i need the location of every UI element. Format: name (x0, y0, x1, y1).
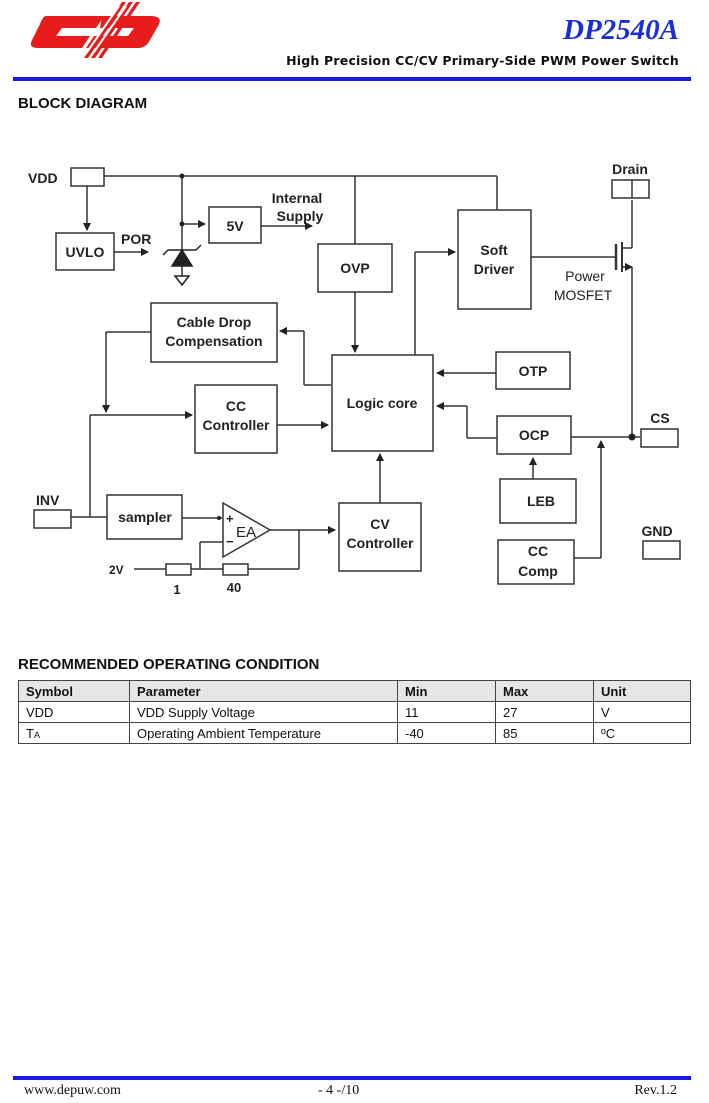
footer-divider (13, 1076, 691, 1080)
unit-cell: V (593, 701, 691, 723)
cable-drop-label-2: Compensation (165, 333, 262, 349)
symbol-text: T (26, 725, 34, 741)
cc-comp-label-2: Comp (518, 563, 558, 579)
otp-label: OTP (519, 363, 548, 379)
ground-icon (173, 275, 191, 287)
max-cell: 85 (495, 722, 594, 744)
column-header: Unit (593, 680, 691, 702)
drain-pin-label: Drain (612, 161, 648, 177)
cc-controller-label-2: Controller (203, 417, 270, 433)
symbol-cell: TA (18, 722, 130, 744)
ovp-label: OVP (340, 260, 370, 276)
zener-diode-icon (162, 244, 202, 267)
table-header-row: Symbol Parameter Min Max Unit (18, 680, 691, 702)
logic-core-block (331, 354, 434, 452)
5v-regulator-block (208, 206, 262, 244)
min-cell: 11 (397, 701, 496, 723)
max-cell: 27 (495, 701, 594, 723)
symbol-subscript: A (33, 729, 40, 740)
header-divider (13, 77, 691, 81)
table-row: VDD VDD Supply Voltage 11 27 V (18, 701, 691, 723)
company-logo (30, 2, 160, 58)
internal-supply-label-1: Internal (272, 190, 323, 206)
gnd-pin-label: GND (641, 523, 672, 539)
ea-label: EA (236, 524, 256, 541)
ocp-block (496, 415, 572, 455)
junction-dot (179, 221, 185, 227)
ocp-label: OCP (519, 427, 549, 443)
footer-revision: Rev.1.2 (634, 1083, 677, 1098)
vdd-pin (70, 167, 105, 187)
sampler-block (106, 494, 183, 540)
logic-core-label: Logic core (347, 395, 418, 411)
power-mosfet-label-2: MOSFET (554, 287, 613, 303)
block-diagram: VDD UVLO POR 5V Internal Supply OVP Soft… (28, 161, 681, 597)
por-label: POR (121, 231, 151, 247)
parameter-cell: Operating Ambient Temperature (129, 722, 398, 744)
cs-pin-label: CS (650, 410, 669, 426)
ea-plus-label: + (226, 511, 234, 526)
resistor-1 (165, 563, 192, 576)
column-header: Max (495, 680, 594, 702)
symbol-cell: VDD (18, 701, 130, 723)
inv-pin-label: INV (36, 492, 60, 508)
symbol-text: VDD (26, 704, 54, 720)
error-amplifier-symbol (222, 501, 272, 559)
part-number-title: DP2540A (563, 14, 679, 46)
internal-supply-label-2: Supply (277, 208, 324, 224)
column-header: Parameter (129, 680, 398, 702)
footer-page-number: - 4 -/10 (318, 1083, 360, 1098)
footer-website-link[interactable]: www.depuw.com (24, 1083, 121, 1098)
uvlo-label: UVLO (66, 244, 105, 260)
leb-label: LEB (527, 493, 555, 509)
min-cell: -40 (397, 722, 496, 744)
cc-comp-block (497, 539, 575, 585)
document-subtitle: High Precision CC/CV Primary-Side PWM Po… (286, 53, 679, 68)
gnd-pin (642, 540, 681, 560)
sampler-label: sampler (118, 509, 172, 525)
resistor-40-label: 40 (227, 580, 241, 595)
column-header: Min (397, 680, 496, 702)
cs-pin (640, 428, 679, 448)
cable-drop-label-1: Cable Drop (177, 314, 252, 330)
drain-pin (611, 179, 650, 199)
vdd-pin-label: VDD (28, 170, 58, 186)
otp-block (495, 351, 571, 390)
column-header: Symbol (18, 680, 130, 702)
cc-controller-block (194, 384, 278, 454)
soft-driver-block (457, 209, 532, 310)
soft-driver-label-2: Driver (474, 261, 515, 277)
cc-comp-label-1: CC (528, 543, 548, 559)
2v-reference-label: 2V (109, 563, 124, 577)
junction-dot (217, 516, 221, 520)
resistor-1-label: 1 (173, 582, 180, 597)
ea-minus-label: − (226, 534, 234, 549)
cc-controller-label-1: CC (226, 398, 246, 414)
power-mosfet-label-1: Power (565, 268, 605, 284)
junction-dot (628, 433, 636, 441)
table-row: TA Operating Ambient Temperature -40 85 … (18, 722, 691, 744)
recommended-operating-condition-heading: RECOMMENDED OPERATING CONDITION (18, 656, 320, 673)
junction-dot (179, 173, 185, 179)
inv-pin (33, 509, 72, 529)
resistor-40 (222, 563, 249, 576)
cv-controller-label-1: CV (370, 516, 390, 532)
recommended-operating-condition-table: Symbol Parameter Min Max Unit VDD VDD Su… (18, 680, 691, 744)
5v-label: 5V (226, 218, 244, 234)
unit-cell: ºC (593, 722, 691, 744)
block-diagram-heading: BLOCK DIAGRAM (18, 95, 148, 112)
parameter-cell: VDD Supply Voltage (129, 701, 398, 723)
leb-block (499, 478, 577, 524)
soft-driver-label-1: Soft (480, 242, 508, 258)
cv-controller-label-2: Controller (347, 535, 414, 551)
